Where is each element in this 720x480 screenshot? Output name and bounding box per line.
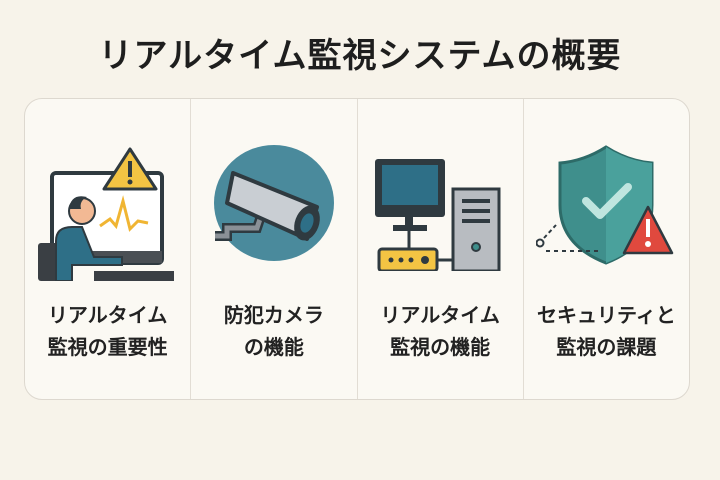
page-title: リアルタイム監視システムの概要 (98, 36, 622, 76)
panel-title-line1: 防犯カメラ (223, 303, 324, 327)
panel-title-line1: リアルタイム (47, 303, 168, 327)
panel-title-line2: 監視の機能 (390, 335, 491, 359)
overview-card: リアルタイム監視の重要性 防犯カメラの機能 リアルタイム監視の機能 (24, 98, 690, 400)
panel-realtime-functions: リアルタイム監視の機能 (356, 99, 523, 399)
panel-title-line2: 監視の重要性 (47, 335, 168, 359)
security-camera-icon (213, 145, 334, 261)
computer-network-icon (375, 159, 501, 271)
panel-security-camera: 防犯カメラの機能 (190, 99, 356, 399)
panel-title-line2: の機能 (243, 335, 304, 359)
panel-title-line2: 監視の課題 (556, 335, 657, 359)
operator-monitor-alert-icon (37, 147, 174, 281)
shield-warning-icon (536, 145, 674, 265)
panel-security-challenges: セキュリティと監視の課題 (522, 99, 689, 399)
panel-realtime-importance: リアルタイム監視の重要性 (25, 99, 190, 399)
panel-title-line1: リアルタイム (380, 303, 500, 327)
panel-title-line1: セキュリティと (536, 303, 676, 327)
